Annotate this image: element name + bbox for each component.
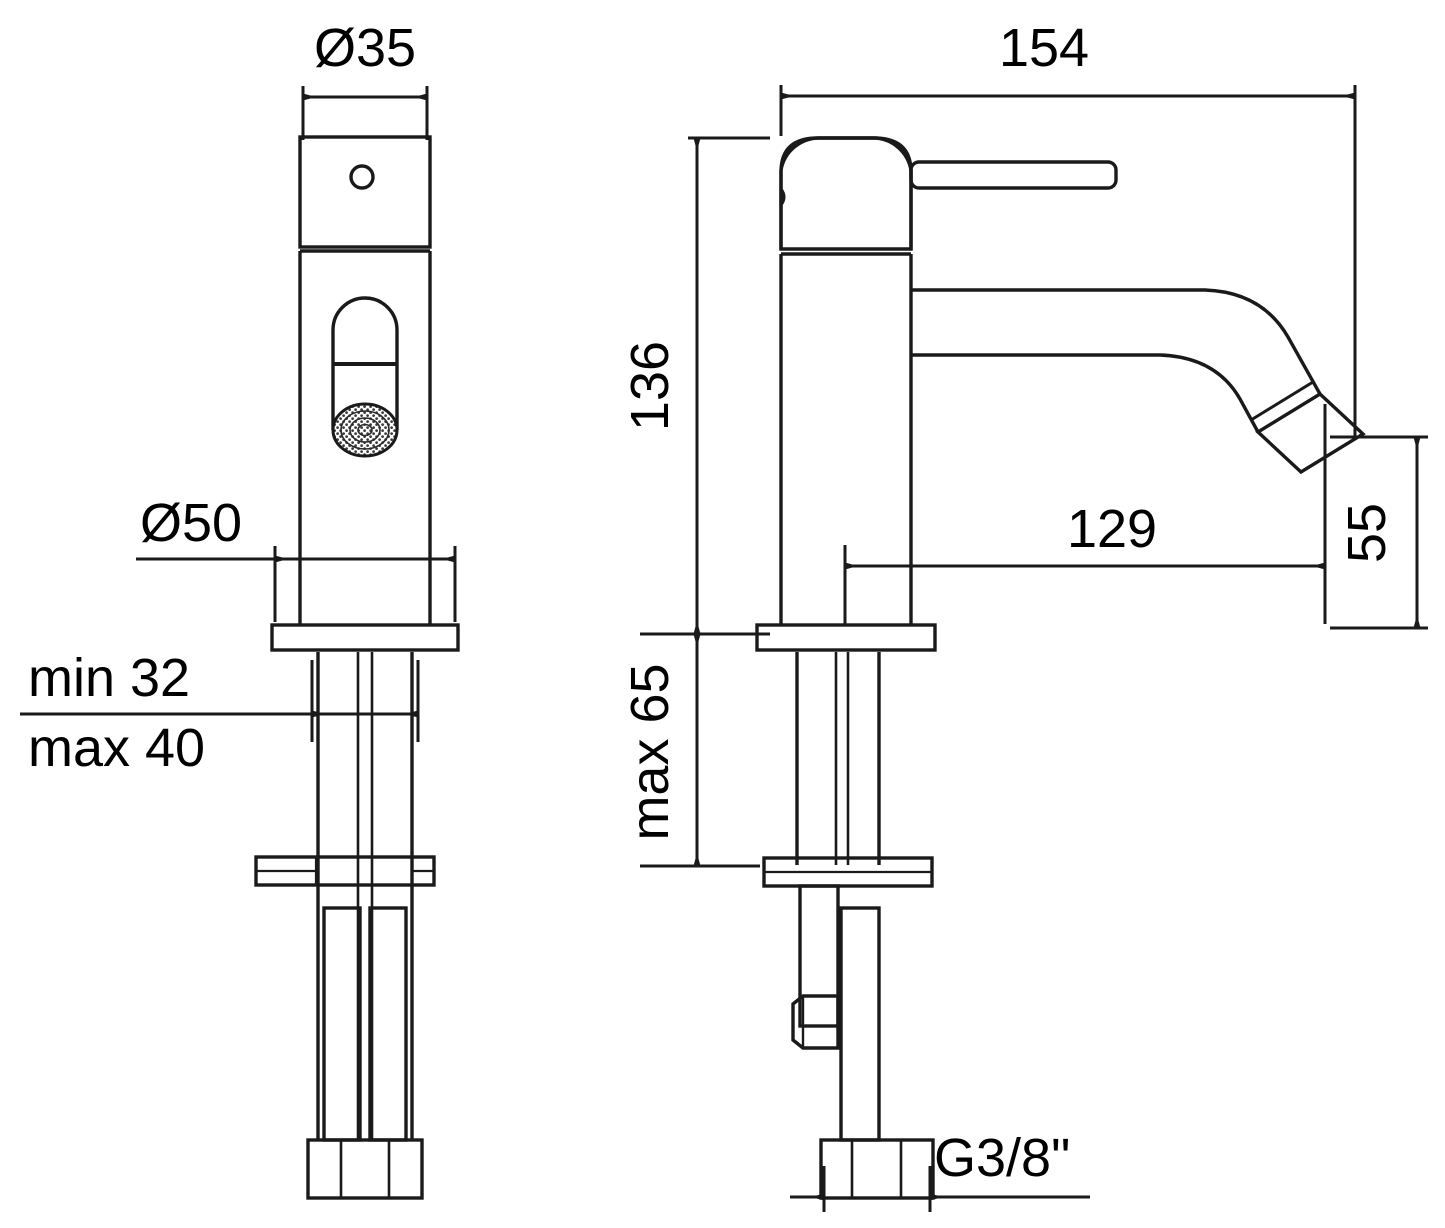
dimension-label-136: 136 [620,341,680,431]
side-mounting-bracket [762,856,934,888]
side-spout-arm [911,288,1322,433]
front-mounting-bracket [254,855,436,887]
aerator-mesh-icon [331,402,399,458]
dimension-label-max65: max 65 [620,663,680,840]
side-aerator-block [1250,380,1366,475]
front-body [298,251,432,625]
dimension-label-55: 55 [1337,503,1397,563]
front-base-flange [270,623,460,652]
dimension-projection-129 [843,404,1327,624]
dimension-label-d35: Ø35 [314,18,416,78]
dimension-reach-154 [779,85,1357,436]
front-threaded-shank [316,652,414,1140]
front-spout-outlet [331,296,399,430]
side-threaded-shank [795,652,881,865]
side-hex-nut-mid [791,994,840,1050]
dimension-label-min32: min 32 [28,648,190,708]
dimension-label-129: 129 [1067,499,1157,559]
dimension-diameter-35 [301,86,429,140]
dimension-height-136 [688,136,770,636]
dimension-label-max40: max 40 [28,718,205,778]
dimension-deck-thickness [20,660,420,742]
side-handle-cap [779,136,913,251]
dimension-label-g38: G3/8" [934,1128,1070,1188]
side-hex-nut-bottom [819,1138,935,1200]
side-view [755,136,1366,1200]
dimension-diameter-50 [136,546,457,622]
front-hex-nut [306,1138,424,1200]
side-handle-block [779,136,913,250]
side-base-flange [755,623,937,652]
front-view [254,135,460,1200]
dimension-thread-g38 [790,1166,1090,1212]
dimension-label-d50: Ø50 [140,493,242,553]
dimension-label-154: 154 [999,18,1089,78]
side-lever-handle [909,160,1118,190]
dimension-outlet-55 [1330,435,1428,630]
front-supply-hoses [322,906,408,1142]
dimension-shank-65 [640,632,760,868]
front-handle-block [298,135,432,249]
